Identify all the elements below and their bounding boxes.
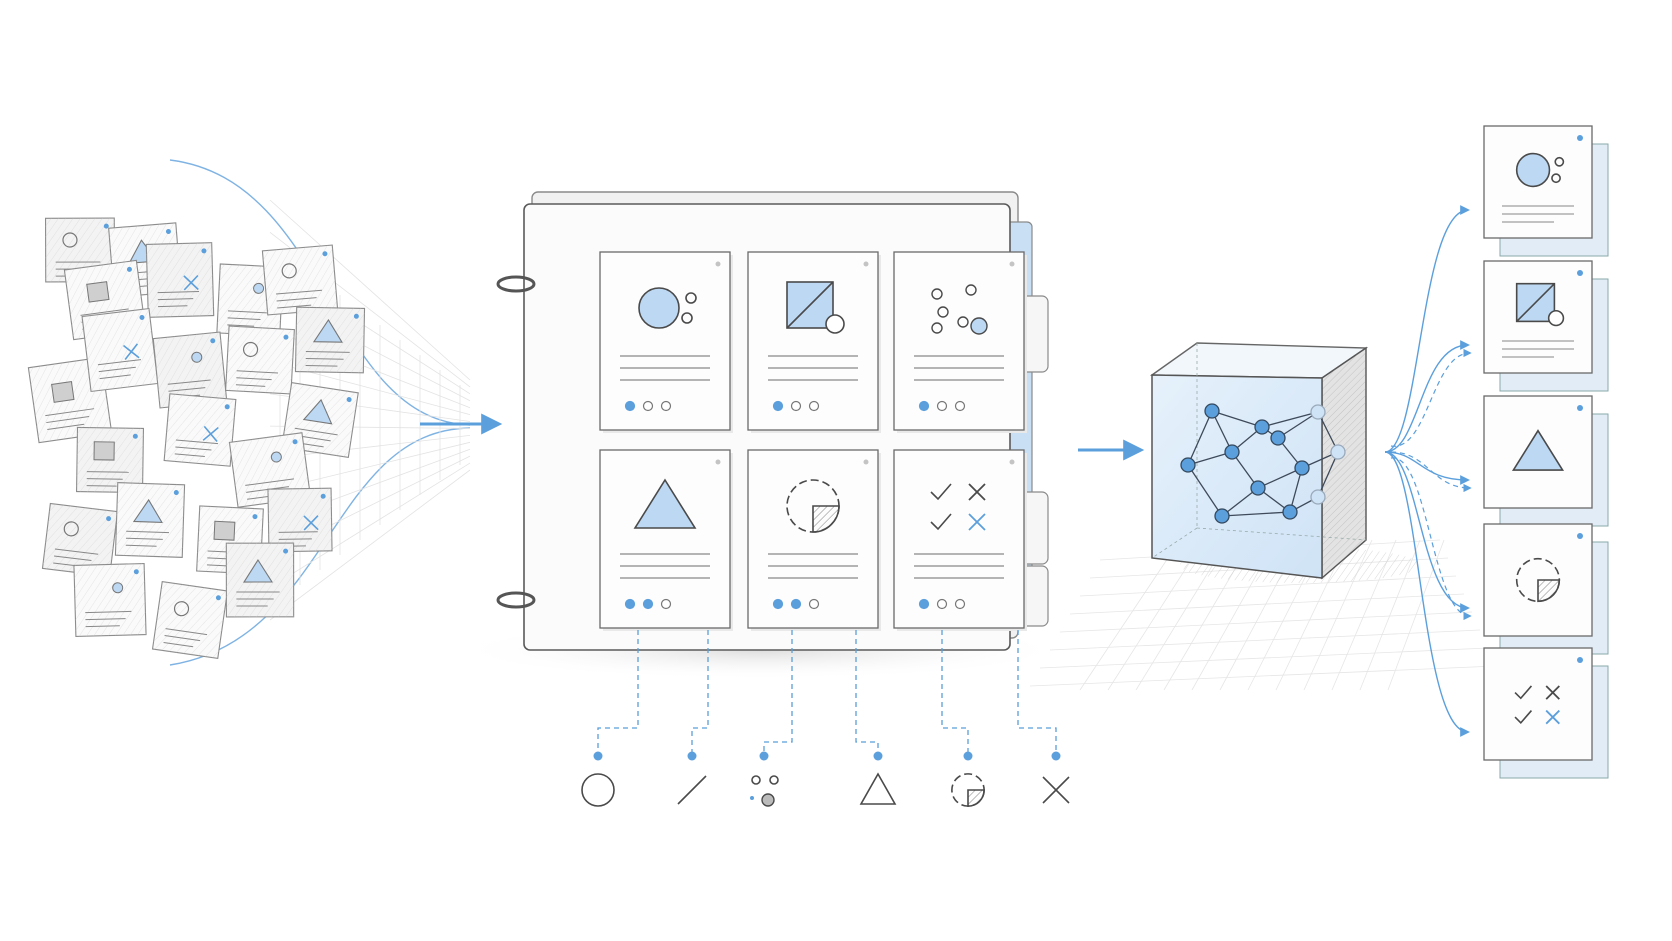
progress-dot	[772, 598, 784, 610]
network-node	[1310, 404, 1326, 420]
progress-dot	[624, 598, 636, 610]
output-card	[1483, 260, 1609, 392]
progress-dot	[642, 598, 654, 610]
scattered-note	[73, 562, 147, 638]
scattered-note	[145, 242, 215, 318]
scattered-note	[151, 580, 229, 660]
network-node	[1254, 419, 1270, 435]
binder	[450, 191, 1070, 680]
pie-icon	[1515, 557, 1561, 603]
binder-card	[747, 449, 881, 631]
scattered-note	[294, 306, 366, 374]
network-node	[1180, 457, 1196, 473]
progress-dot	[790, 598, 802, 610]
progress-dot	[642, 400, 654, 412]
progress-dot	[772, 400, 784, 412]
cross-icon	[1042, 776, 1070, 804]
network-node	[1270, 430, 1286, 446]
network-node	[1224, 444, 1240, 460]
legend-icons	[581, 772, 1070, 807]
network-node	[1330, 444, 1346, 460]
legend-connectors	[593, 630, 1061, 761]
scattered-note	[75, 426, 145, 494]
progress-dot	[808, 598, 820, 610]
scattered-note	[261, 244, 339, 316]
scattered-note	[152, 331, 228, 409]
triangle-icon	[633, 478, 697, 529]
square-diagonal-icon	[786, 281, 845, 334]
circle-icon	[581, 773, 615, 807]
network-node	[1310, 489, 1326, 505]
output-card	[1483, 125, 1609, 257]
scattered-note	[225, 325, 295, 395]
binder-card	[599, 251, 733, 433]
binder-ring	[496, 275, 536, 293]
progress-dot	[918, 400, 930, 412]
scatter-dots-icon	[931, 284, 988, 335]
check-cross-icon	[1514, 685, 1560, 725]
scattered-note	[114, 482, 186, 558]
network-node	[1214, 508, 1230, 524]
progress-dot	[936, 598, 948, 610]
scattered-note	[41, 502, 119, 578]
network-node	[1250, 480, 1266, 496]
output-cards	[1483, 125, 1609, 779]
progress-dot	[954, 598, 966, 610]
triangle-icon	[859, 772, 897, 805]
output-card	[1483, 523, 1609, 655]
triangle-icon	[1511, 429, 1565, 471]
scattered-note	[225, 542, 295, 618]
progress-dot	[954, 400, 966, 412]
progress-dot	[660, 400, 672, 412]
check-cross-icon	[930, 483, 986, 531]
binder-card	[747, 251, 881, 433]
pie-icon	[951, 773, 985, 807]
circle-icon	[638, 287, 697, 329]
progress-dot	[790, 400, 802, 412]
progress-dot	[808, 400, 820, 412]
scattered-notes	[27, 217, 366, 660]
binder-card	[893, 251, 1027, 433]
scattered-note	[267, 487, 333, 553]
progress-dot	[660, 598, 672, 610]
binder-card	[599, 449, 733, 631]
output-card	[1483, 395, 1609, 527]
progress-dot	[624, 400, 636, 412]
network-node	[1204, 403, 1220, 419]
network-node	[1294, 460, 1310, 476]
dots-icon	[750, 775, 779, 807]
scattered-note	[163, 393, 237, 467]
neural-network-graph	[1180, 403, 1346, 524]
progress-dot	[936, 400, 948, 412]
progress-dot	[918, 598, 930, 610]
circle-icon	[1515, 152, 1565, 188]
pie-icon	[786, 479, 840, 533]
network-node	[1282, 504, 1298, 520]
line-icon	[677, 775, 707, 805]
output-card	[1483, 647, 1609, 779]
square-diagonal-icon	[1515, 282, 1565, 327]
output-arrows	[1384, 205, 1472, 737]
binder-card	[893, 449, 1027, 631]
scattered-note	[81, 307, 159, 393]
binder-ring	[496, 591, 536, 609]
model-cube	[1029, 342, 1497, 691]
